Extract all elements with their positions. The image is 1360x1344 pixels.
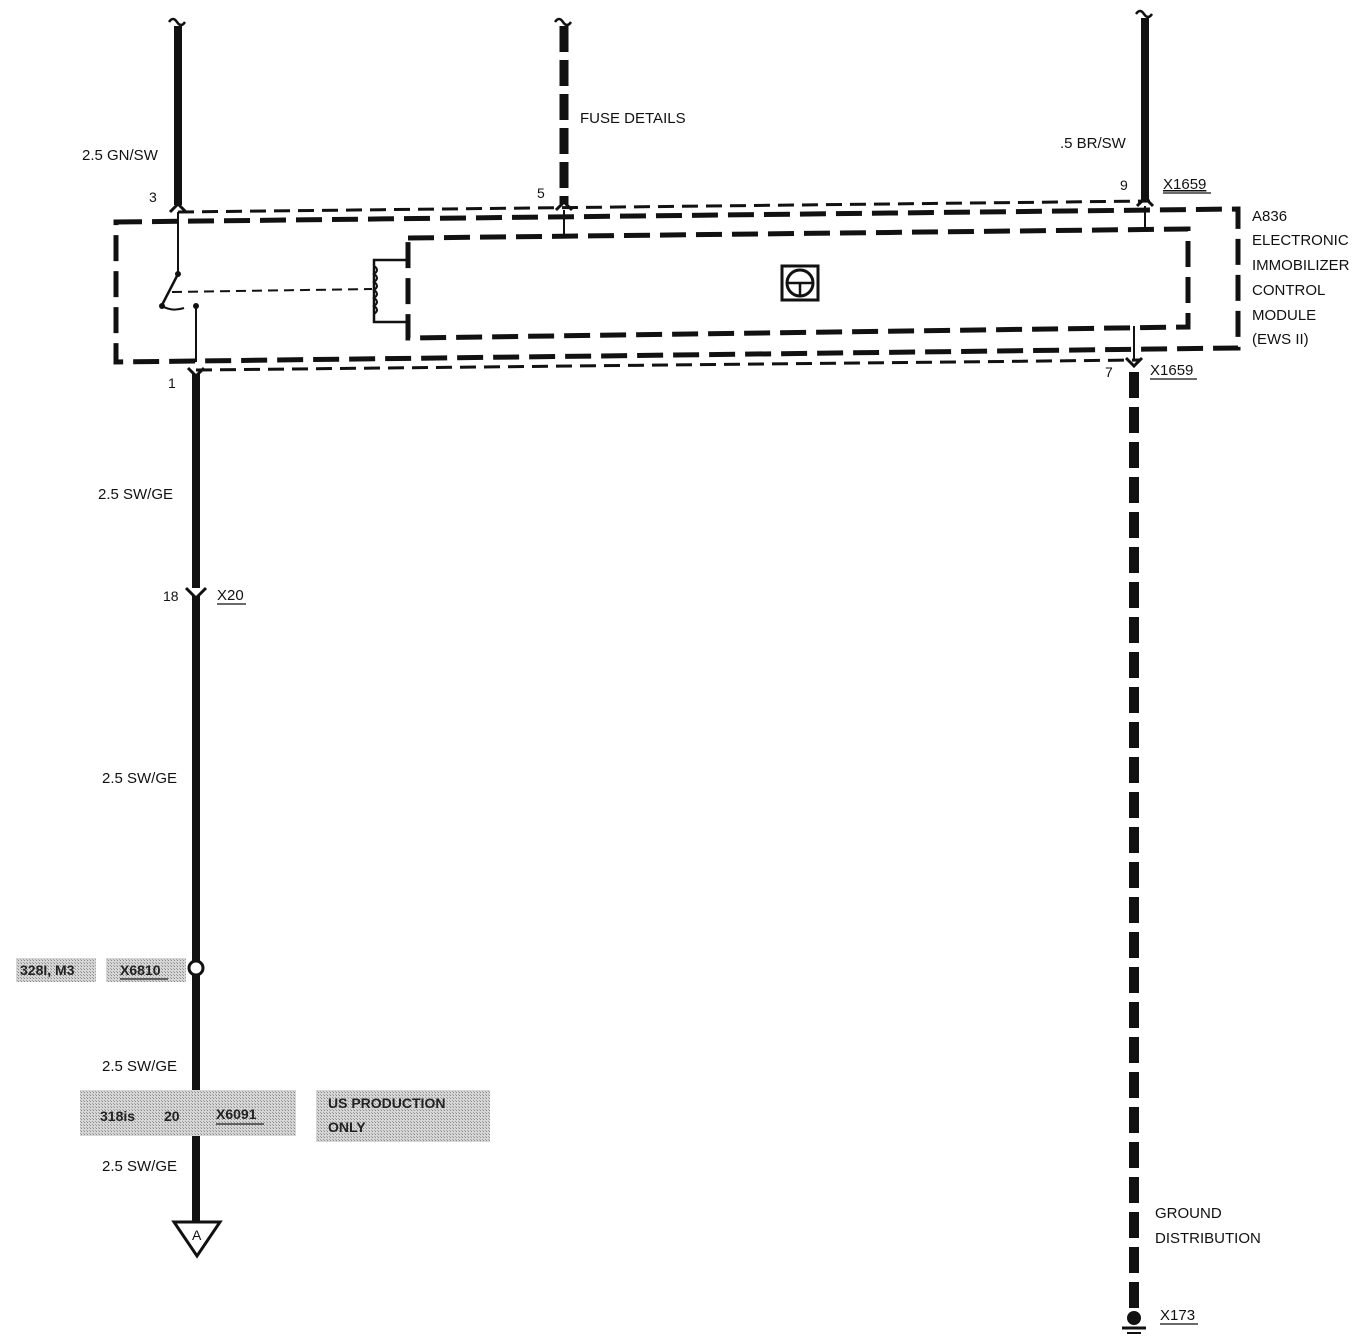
wire-break-symbol	[553, 17, 573, 27]
splice-label-x6810: X6810	[120, 962, 161, 978]
wire-label-left-4: 2.5 SW/GE	[102, 1158, 177, 1175]
connector-label-x173: X173	[1160, 1307, 1195, 1324]
connector-label-x6091: X6091	[216, 1106, 257, 1122]
connector-label-x20: X20	[217, 587, 244, 604]
relay-mechanical-link	[171, 288, 373, 293]
pin-9-terminal	[1135, 195, 1155, 208]
shaded-box-model	[16, 958, 96, 982]
offpage-arrow	[171, 1220, 223, 1259]
pin-label-18: 18	[163, 588, 179, 604]
connector-x1659-top-line	[177, 199, 1151, 214]
ground-point	[1127, 1311, 1141, 1325]
module-name-line2: IMMOBILIZER	[1252, 257, 1350, 274]
wire-break-symbol	[1134, 9, 1154, 19]
wire-label-left-1: 2.5 SW/GE	[98, 486, 173, 503]
pin-label-1: 1	[168, 375, 176, 391]
module-name-line4: MODULE	[1252, 307, 1316, 324]
connector-x20-terminal	[184, 586, 208, 601]
module-outer-box	[113, 206, 1241, 365]
module-inner-box	[405, 226, 1191, 341]
relay-coil-winding	[372, 265, 378, 315]
shaded-box-splice	[106, 958, 186, 982]
shaded-box-note	[316, 1090, 490, 1142]
relay-switch-arm	[160, 273, 180, 306]
shaded-box-variant	[80, 1090, 296, 1136]
immobilizer-symbol-spokes	[788, 281, 812, 296]
wire-label-left-2: 2.5 SW/GE	[102, 770, 177, 787]
pin-label-5: 5	[537, 185, 545, 201]
pin-7-terminal	[1124, 356, 1144, 369]
connector-label-x1659-top: X1659	[1163, 176, 1206, 193]
note-line1: US PRODUCTION	[328, 1095, 445, 1111]
relay-coil	[372, 258, 406, 324]
pin-label-9: 9	[1120, 177, 1128, 193]
connector-x1659-bottom-line	[195, 358, 1141, 372]
pin-3-terminal	[168, 201, 188, 214]
wire-break-symbol	[167, 17, 187, 27]
model-label: 328I, M3	[20, 962, 75, 978]
splice-x6810	[187, 959, 205, 977]
wire-label-top-left: 2.5 GN/SW	[82, 147, 159, 164]
pin-label-7: 7	[1105, 364, 1113, 380]
pin-label-3: 3	[149, 189, 157, 205]
wire-label-top-right: .5 BR/SW	[1060, 135, 1127, 152]
variant-pin: 20	[164, 1108, 180, 1124]
module-name-line1: ELECTRONIC	[1252, 232, 1349, 249]
module-name-line3: CONTROL	[1252, 282, 1325, 299]
internal-wire	[161, 305, 185, 311]
immobilizer-symbol-frame	[780, 264, 820, 302]
offpage-arrow-letter: A	[192, 1227, 202, 1243]
variant-label: 318is	[100, 1108, 135, 1124]
fuse-details-label: FUSE DETAILS	[580, 110, 686, 127]
connector-label-x1659-bottom: X1659	[1150, 362, 1193, 379]
note-line2: ONLY	[328, 1119, 366, 1135]
ground-label-line2: DISTRIBUTION	[1155, 1230, 1261, 1247]
ground-label-line1: GROUND	[1155, 1205, 1222, 1222]
wire-label-left-3: 2.5 SW/GE	[102, 1058, 177, 1075]
module-id: A836	[1252, 208, 1287, 225]
module-name-line5: (EWS II)	[1252, 331, 1309, 348]
